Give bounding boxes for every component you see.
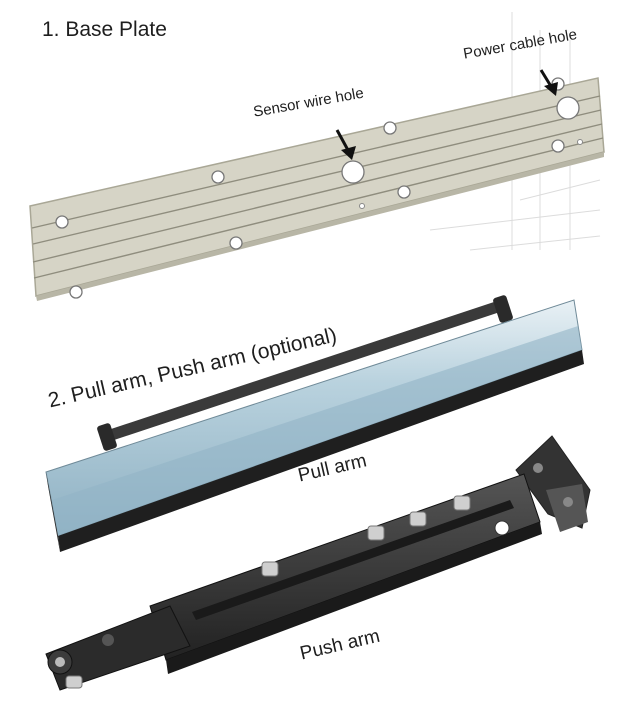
- sensor-arrow: [335, 129, 356, 160]
- pull-arm: [45, 295, 584, 552]
- sensor-wire-hole: [341, 160, 365, 184]
- base-plate: [29, 77, 605, 301]
- power-cable-hole: [556, 96, 580, 120]
- base-plate-title: 1. Base Plate: [42, 18, 167, 41]
- push-arm: [45, 435, 591, 691]
- power-arrow: [539, 69, 558, 96]
